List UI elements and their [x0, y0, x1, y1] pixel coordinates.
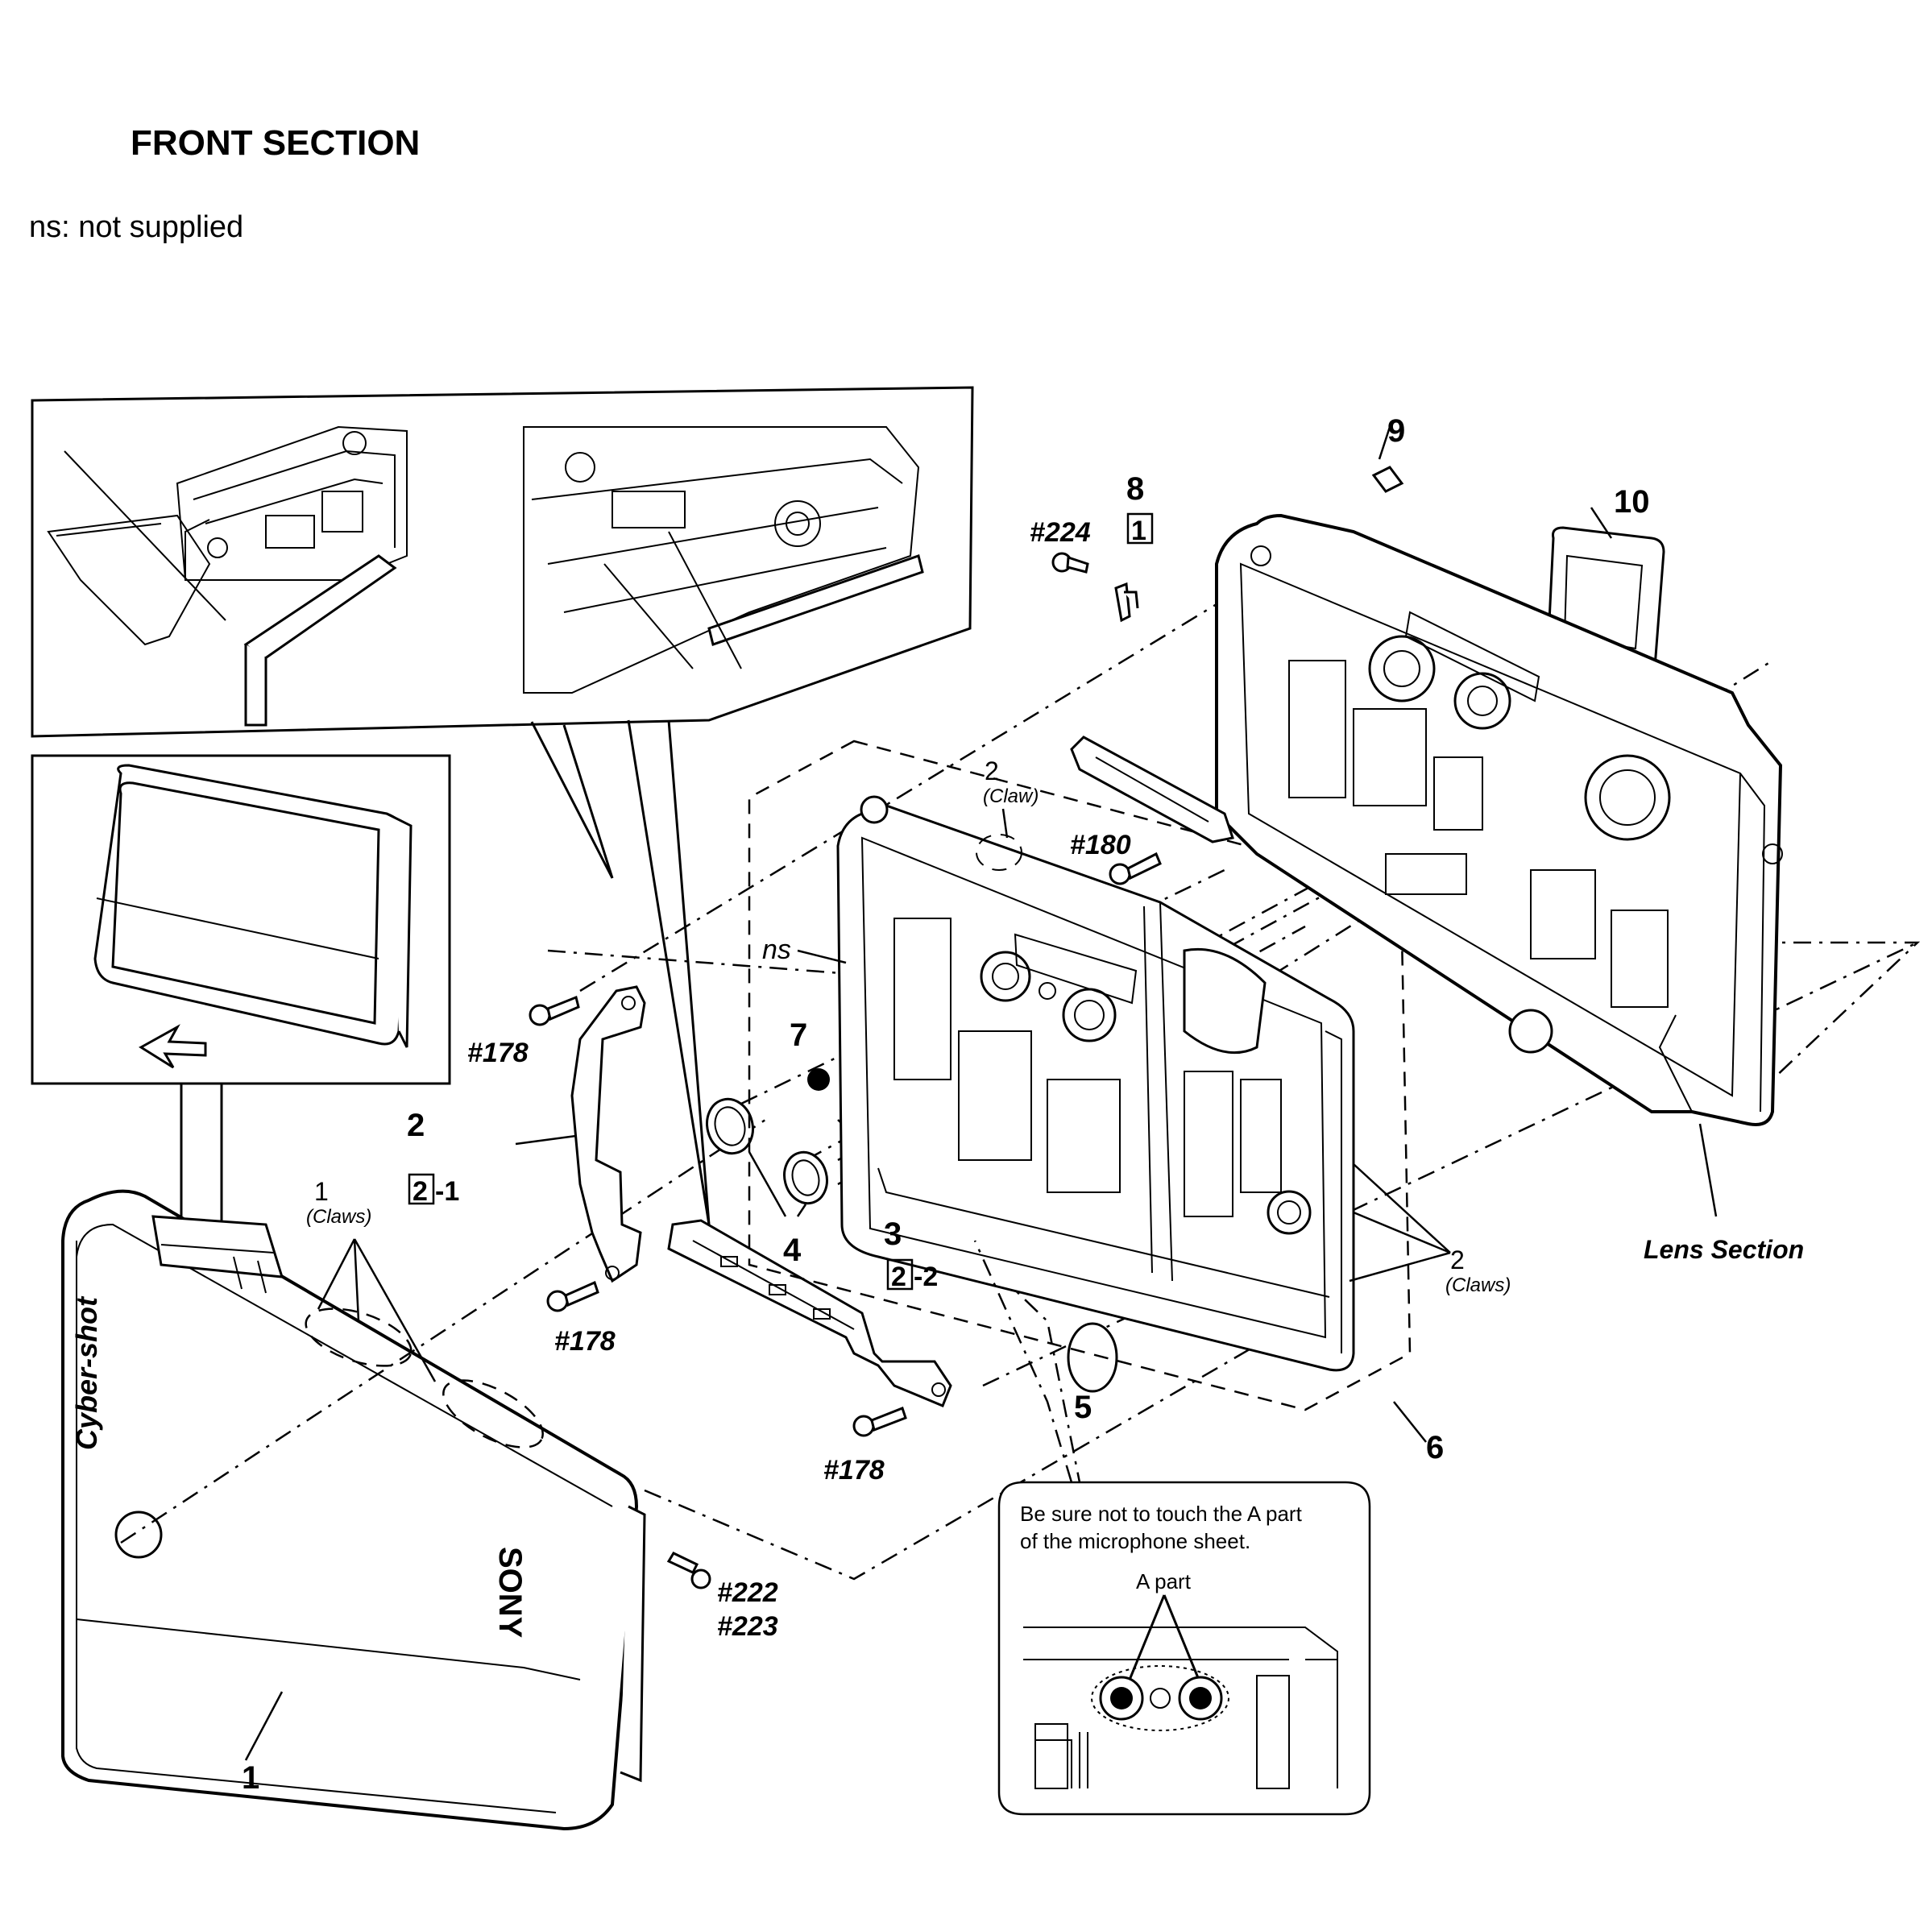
screw-label-223: #223	[717, 1611, 778, 1642]
sony-logo: SONY	[492, 1547, 528, 1639]
cover-open-inset	[31, 754, 451, 1085]
callout-a-part: A part	[1136, 1569, 1192, 1593]
page-title: FRONT SECTION	[131, 123, 420, 163]
screw-set	[529, 552, 1162, 1589]
label-part-4: 4	[783, 1233, 802, 1268]
label-part-1: 1	[242, 1760, 259, 1796]
top-detail-inset	[31, 386, 974, 738]
screw-label-224: #224	[1030, 517, 1091, 548]
screw-label-178-b: #178	[554, 1326, 616, 1357]
screw-label-178-a: #178	[467, 1038, 529, 1068]
ref-2-1-number: 2	[413, 1176, 428, 1207]
ref-2-1-suffix: -1	[435, 1176, 459, 1207]
inner-frame-part-6	[748, 740, 1427, 1443]
inset-left-chassis	[47, 425, 408, 727]
part-5-sheet	[1067, 1322, 1118, 1393]
microphone-sheet-b	[783, 1150, 828, 1205]
claws-text-left: (Claws)	[306, 1206, 371, 1228]
lens-section-assembly	[1070, 513, 1783, 1217]
ref-2-2-number: 2	[891, 1262, 906, 1292]
claw-text-top: (Claw)	[983, 785, 1039, 807]
ns-legend-note: ns: not supplied	[29, 210, 243, 244]
screw-label-180: #180	[1070, 830, 1131, 860]
ref-1-number: 1	[1131, 516, 1146, 546]
part-9-piece	[1371, 466, 1404, 493]
microphone-callout: Be sure not to touch the A part of the m…	[997, 1481, 1371, 1816]
cybershot-logo: Cyber-shot	[70, 1295, 103, 1450]
callout-line-2: of the microphone sheet.	[1020, 1529, 1250, 1553]
callout-line-1: Be sure not to touch the A part	[1020, 1502, 1303, 1526]
screw-label-178-c: #178	[823, 1455, 885, 1486]
claws-count-left: 1	[314, 1177, 329, 1206]
bracket-part-2	[515, 985, 646, 1283]
label-part-5: 5	[1074, 1390, 1092, 1425]
screw-180	[1109, 852, 1162, 885]
label-part-10: 10	[1614, 484, 1650, 520]
screw-224	[1051, 552, 1089, 574]
claws-text-right: (Claws)	[1445, 1274, 1511, 1296]
screw-222-223	[666, 1552, 711, 1589]
screw-label-222: #222	[717, 1577, 778, 1608]
label-part-6: 6	[1426, 1430, 1444, 1465]
part-7-cushion	[807, 1068, 830, 1091]
claws-count-right: 2	[1450, 1245, 1465, 1274]
screw-178-b	[546, 1280, 599, 1312]
screw-178-c	[852, 1407, 907, 1437]
screw-178-a	[529, 995, 580, 1026]
label-part-2: 2	[407, 1108, 425, 1143]
label-part-3: 3	[884, 1216, 902, 1252]
ref-2-2-suffix: -2	[914, 1262, 938, 1292]
bracket-part-3	[667, 1219, 952, 1407]
label-part-9: 9	[1387, 413, 1405, 449]
claw-count-top: 2	[985, 756, 999, 785]
lens-section-label: Lens Section	[1644, 1235, 1804, 1264]
ns-tag: ns	[762, 934, 791, 965]
inset-right-chassis	[523, 426, 924, 694]
front-cover-part-1: Cyber-shot SONY	[61, 1189, 646, 1831]
part-8-clip	[1114, 582, 1131, 623]
label-part-8: 8	[1126, 471, 1144, 507]
label-part-7: 7	[790, 1017, 807, 1053]
